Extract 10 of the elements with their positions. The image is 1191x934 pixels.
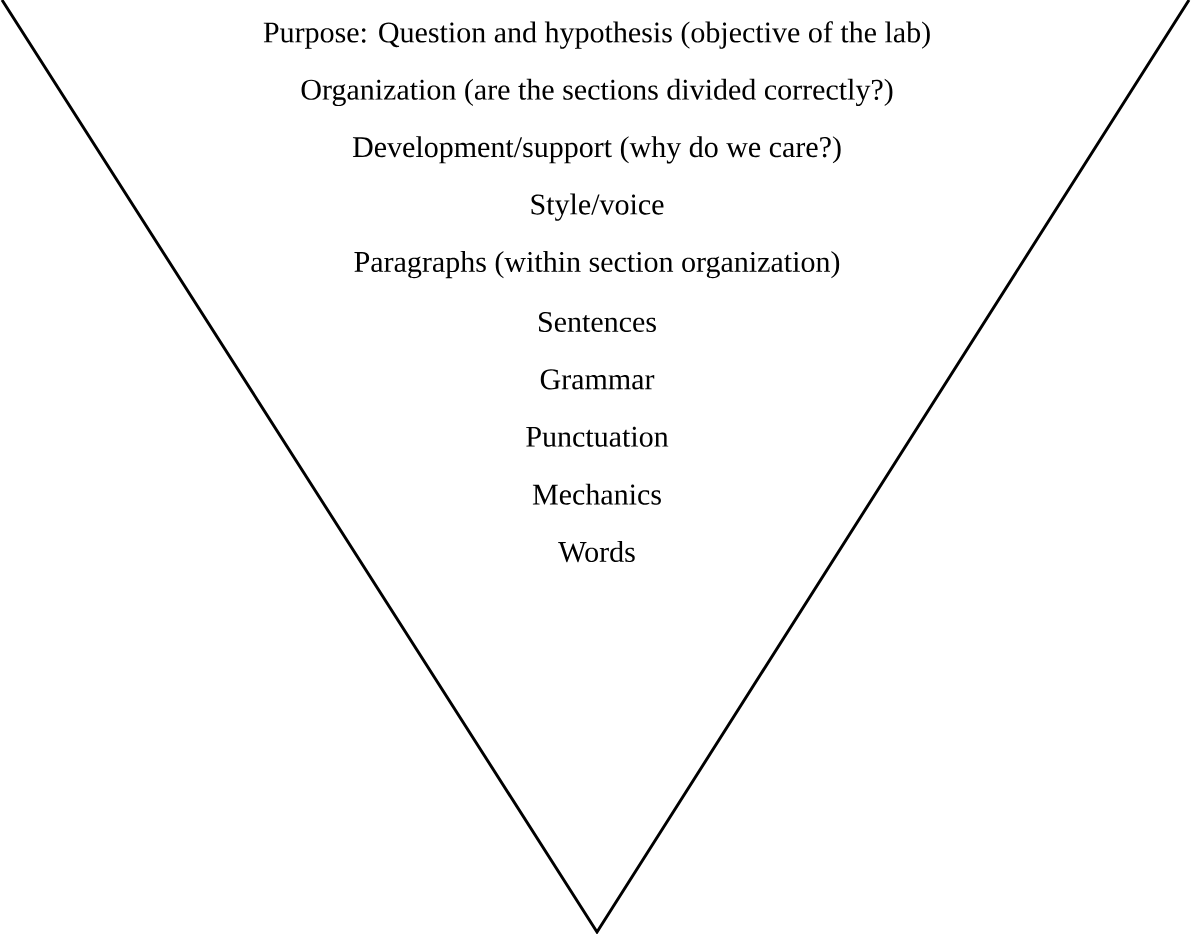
level-text: Punctuation: [526, 426, 669, 447]
level-text: Style/voice: [531, 193, 664, 221]
level-text: Development/support (why do we care?): [352, 136, 841, 164]
level-text: Sentences: [539, 311, 656, 333]
level-text: Grammar: [540, 369, 655, 390]
level-text: Purpose: Question and hypothesis (objective of the lab): [263, 21, 930, 49]
level-text: Mechanics: [532, 483, 661, 505]
level-text: Words: [558, 540, 635, 563]
level-text: Paragraphs (within section organization): [354, 250, 840, 279]
level-text: Organization (are the sections divided correctly?): [301, 78, 893, 107]
